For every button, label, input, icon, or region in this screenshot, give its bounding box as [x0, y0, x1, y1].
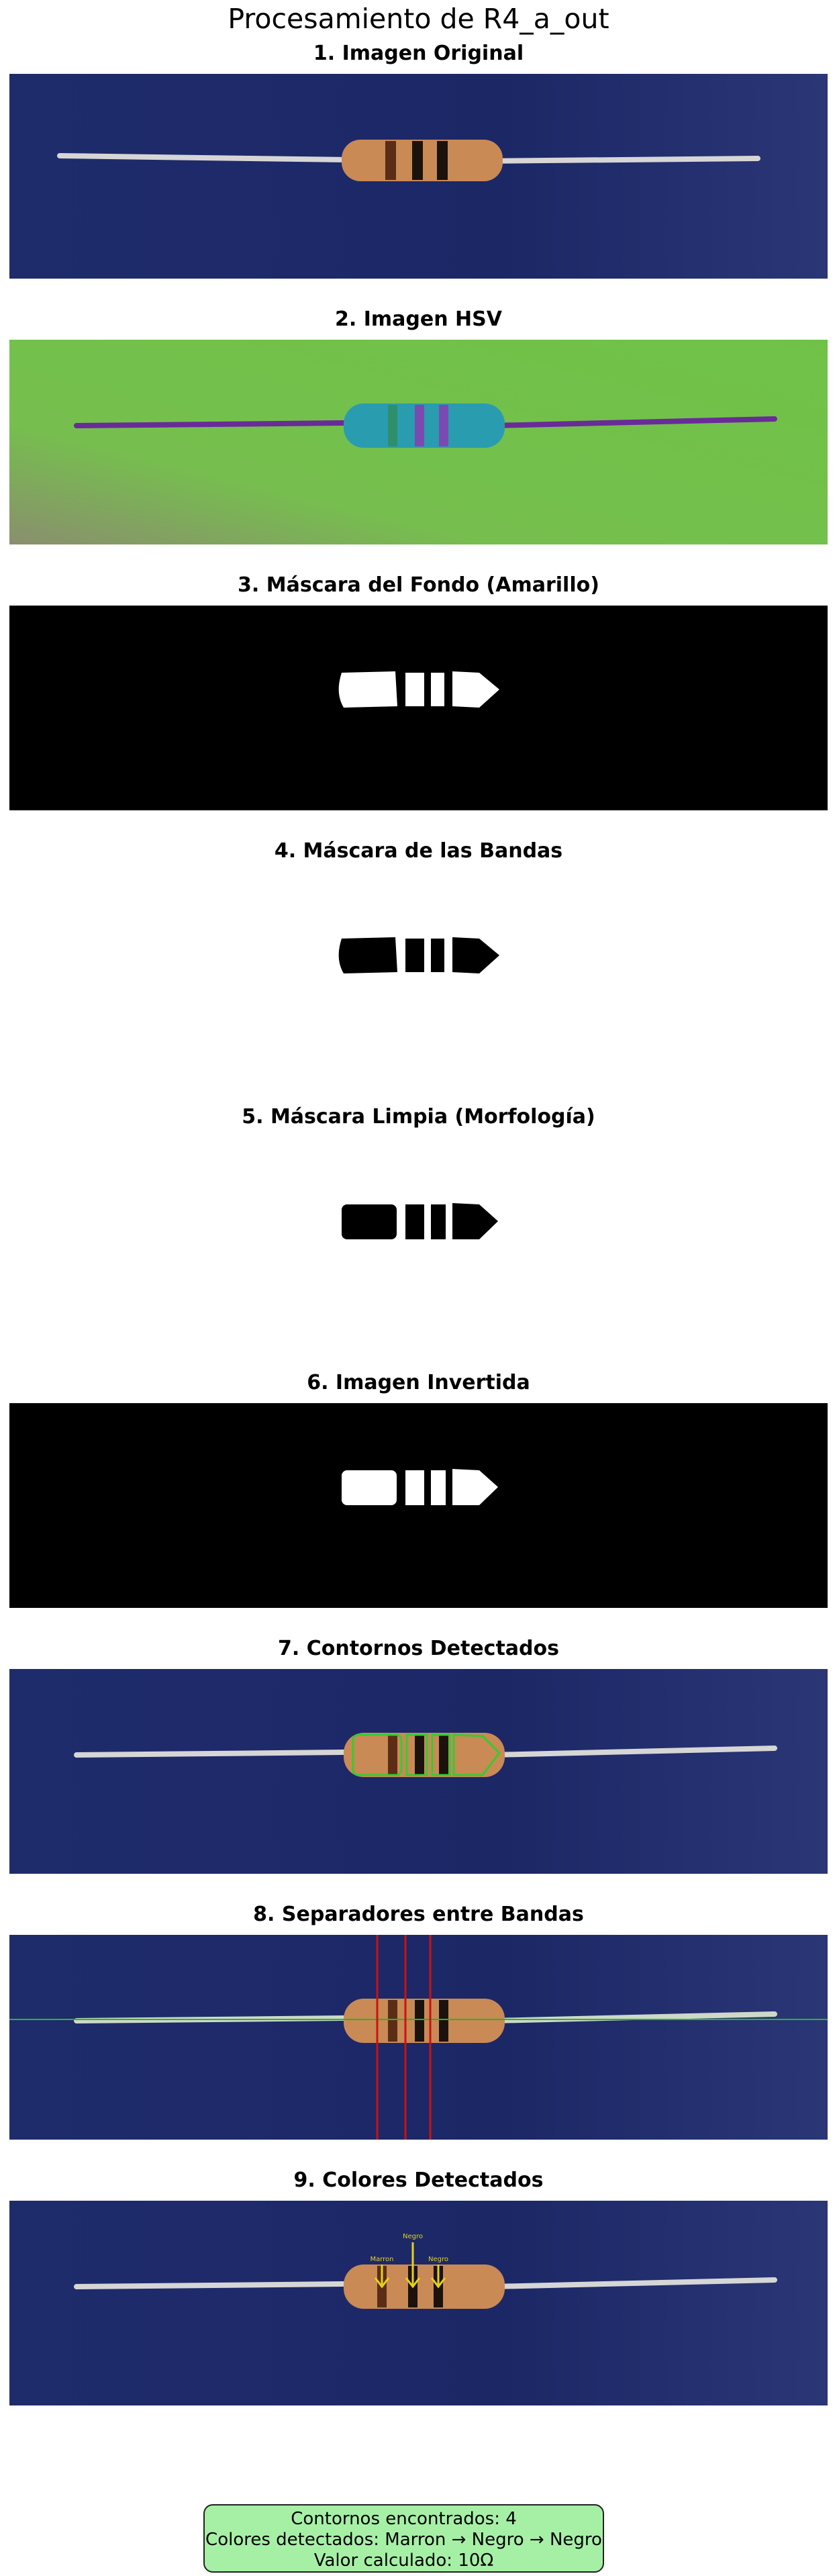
summary-box: Contornos encontrados: 4 Colores detecta…	[203, 2504, 604, 2573]
panel-title-original: 1. Imagen Original	[313, 42, 524, 65]
panel-separators	[9, 1935, 828, 2140]
panel-title-separators: 8. Separadores entre Bandas	[253, 1903, 584, 1926]
panel-title-hsv: 2. Imagen HSV	[335, 307, 502, 331]
panel-detected-colors: Marron Negro Negro	[9, 2201, 828, 2405]
annotation-band-2: Negro	[403, 2233, 423, 2240]
panel-original-image	[9, 74, 828, 279]
annotation-band-3: Negro	[428, 2256, 448, 2263]
summary-value: Valor calculado: 10Ω	[313, 2550, 494, 2571]
panel-inverted-image	[9, 1403, 828, 1608]
panel-title-clean-mask: 5. Máscara Limpia (Morfología)	[242, 1105, 595, 1129]
summary-contours: Contornos encontrados: 4	[291, 2509, 517, 2529]
panel-contours	[9, 1669, 828, 1874]
panel-hsv-image	[9, 340, 828, 544]
panel-title-background-mask: 3. Máscara del Fondo (Amarillo)	[238, 573, 599, 597]
page-title: Procesamiento de R4_a_out	[228, 3, 609, 35]
panel-background-mask	[9, 606, 828, 810]
summary-colors: Colores detectados: Marron → Negro → Neg…	[205, 2530, 602, 2550]
panel-clean-mask	[9, 1137, 828, 1342]
panel-title-band-mask: 4. Máscara de las Bandas	[274, 839, 563, 863]
panel-band-mask	[9, 871, 828, 1076]
panel-title-contours: 7. Contornos Detectados	[278, 1637, 559, 1660]
annotation-band-1: Marron	[370, 2256, 393, 2263]
panel-title-colors: 9. Colores Detectados	[293, 2168, 544, 2192]
panel-title-inverted: 6. Imagen Invertida	[307, 1371, 530, 1394]
